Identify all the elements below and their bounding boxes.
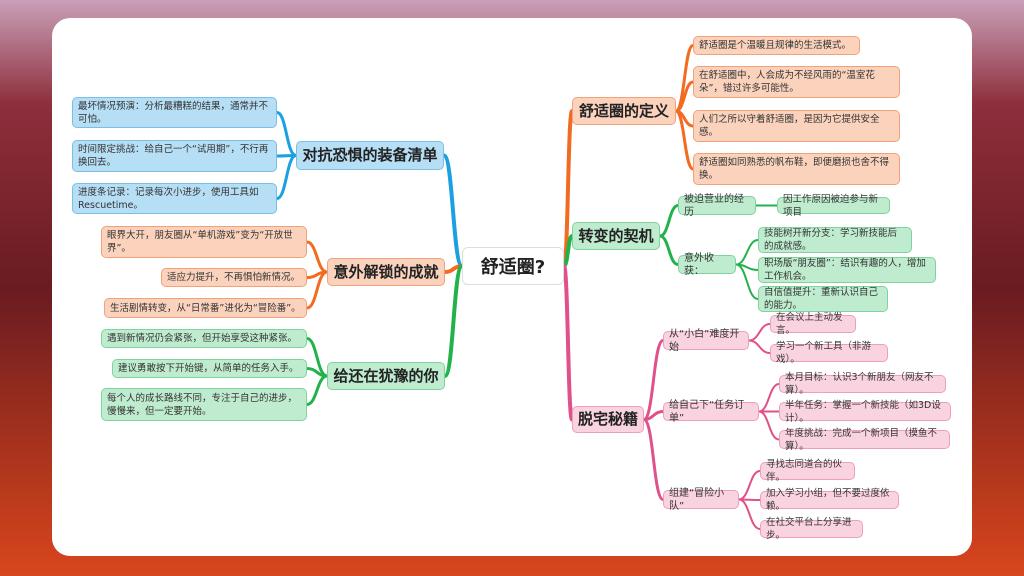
leaf-node[interactable]: 职场版“朋友圈”：结识有趣的人，增加工作机会。 [758, 257, 936, 283]
central-topic[interactable]: 舒适圈? [462, 247, 564, 285]
leaf-node[interactable]: 年度挑战：完成一个新项目（摸鱼不算）。 [779, 428, 950, 452]
subtopic-node[interactable]: 组建“冒险小队” [663, 488, 739, 512]
leaf-node[interactable]: 建议勇敢按下开始键，从简单的任务入手。 [112, 359, 307, 378]
leaf-node[interactable]: 舒适圈是个温暖且规律的生活模式。 [693, 36, 860, 55]
leaf-node[interactable]: 时间限定挑战：给自己一个“试用期”，不行再换回去。 [72, 140, 277, 172]
leaf-node[interactable]: 因工作原因被迫参与新项目 [777, 194, 890, 218]
topic-leave-home-tips[interactable]: 脱宅秘籍 [572, 406, 644, 433]
leaf-node[interactable]: 在社交平台上分享进步。 [760, 517, 863, 541]
leaf-node[interactable]: 技能树开新分支：学习新技能后的成就感。 [758, 227, 912, 253]
topic-fear-equipment[interactable]: 对抗恐惧的装备清单 [296, 141, 444, 170]
leaf-node[interactable]: 本月目标：认识3个新朋友（网友不算）。 [779, 372, 946, 396]
leaf-node[interactable]: 加入学习小组，但不要过度依赖。 [760, 488, 899, 512]
leaf-node[interactable]: 舒适圈如同熟悉的帆布鞋，即便磨损也舍不得换。 [693, 153, 900, 185]
leaf-node[interactable]: 学习一个新工具（非游戏）。 [770, 341, 888, 365]
leaf-node[interactable]: 眼界大开，朋友圈从“单机游戏”变为“开放世界”。 [101, 226, 307, 258]
subtopic-node[interactable]: 从“小白”难度开始 [663, 329, 749, 353]
leaf-node[interactable]: 进度条记录：记录每次小进步，使用工具如Rescuetime。 [72, 183, 277, 214]
leaf-node[interactable]: 生活剧情转变，从“日常番”进化为“冒险番”。 [104, 298, 307, 318]
leaf-node[interactable]: 最坏情况预演：分析最糟糕的结果，通常并不可怕。 [72, 97, 277, 128]
topic-comfort-zone-definition[interactable]: 舒适圈的定义 [572, 97, 676, 125]
leaf-node[interactable]: 在会议上主动发言。 [770, 312, 856, 336]
subtopic-node[interactable]: 给自己下“任务订单” [663, 400, 759, 424]
leaf-node[interactable]: 半年任务：掌握一个新技能（如3D设计）。 [779, 400, 951, 424]
leaf-node[interactable]: 遇到新情况仍会紧张，但开始享受这种紧张。 [101, 329, 307, 348]
leaf-node[interactable]: 自信值提升：重新认识自己的能力。 [758, 286, 888, 312]
leaf-node[interactable]: 寻找志同道合的伙伴。 [760, 459, 855, 483]
leaf-node[interactable]: 人们之所以守着舒适圈，是因为它提供安全感。 [693, 110, 900, 142]
leaf-node[interactable]: 在舒适圈中，人会成为不经风雨的“温室花朵”，错过许多可能性。 [693, 66, 900, 98]
subtopic-node[interactable]: 意外收获： [678, 253, 736, 277]
topic-unlocked-achievements[interactable]: 意外解锁的成就 [327, 258, 445, 286]
leaf-node[interactable]: 每个人的成长路线不同，专注于自己的进步，慢慢来，但一定要开始。 [101, 388, 307, 421]
topic-turning-point[interactable]: 转变的契机 [572, 222, 660, 250]
subtopic-node[interactable]: 被迫营业的经历 [678, 194, 756, 218]
leaf-node[interactable]: 适应力提升，不再惧怕新情况。 [161, 268, 307, 287]
topic-for-hesitant-you[interactable]: 给还在犹豫的你 [327, 362, 445, 390]
